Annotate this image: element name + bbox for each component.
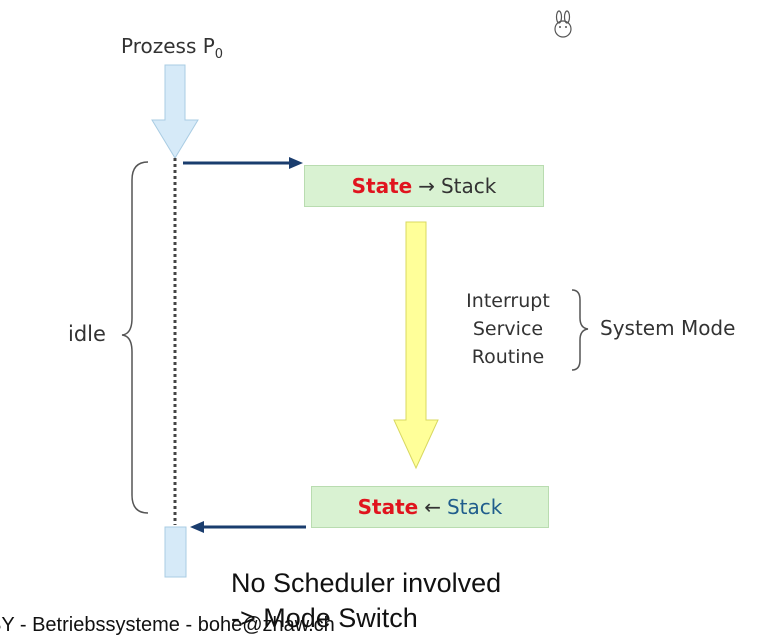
process-label-subscript: 0: [214, 47, 224, 62]
isr-line-3: Routine: [471, 346, 545, 368]
note-line-1: No Scheduler involved: [231, 568, 502, 598]
state-label-bottom: State: [357, 495, 419, 519]
bunny-icon: [554, 10, 572, 38]
footer-text: SY - Betriebssysteme - bohe@zhaw.ch: [0, 614, 335, 636]
process-label: Prozess P0: [121, 34, 223, 62]
arrow-left-symbol: ←: [424, 495, 441, 519]
process-down-arrow: [151, 64, 199, 159]
note-line-2: -> Mode Switch: [231, 603, 418, 633]
process-label-text: Prozess P: [121, 34, 215, 58]
system-mode-label: System Mode: [600, 316, 736, 340]
process-resume-bar: [164, 526, 187, 578]
isr-label: Interrupt Service Routine: [452, 287, 564, 371]
idle-label: idle: [68, 322, 106, 346]
stack-label-top: Stack: [440, 174, 497, 198]
idle-brace: [121, 161, 149, 514]
restore-arrow-head: [190, 521, 204, 533]
isr-down-arrow: [393, 221, 439, 470]
isr-line-1: Interrupt: [466, 290, 550, 312]
arrow-right-symbol: →: [418, 174, 435, 198]
state-label-top: State: [351, 174, 413, 198]
isr-line-2: Service: [472, 318, 544, 340]
stack-label-bottom: Stack: [446, 495, 503, 519]
state-to-stack-box: State → Stack: [304, 165, 544, 207]
system-mode-brace: [571, 289, 589, 371]
stack-to-state-box: State ← Stack: [311, 486, 549, 528]
save-arrow-head: [289, 157, 303, 169]
